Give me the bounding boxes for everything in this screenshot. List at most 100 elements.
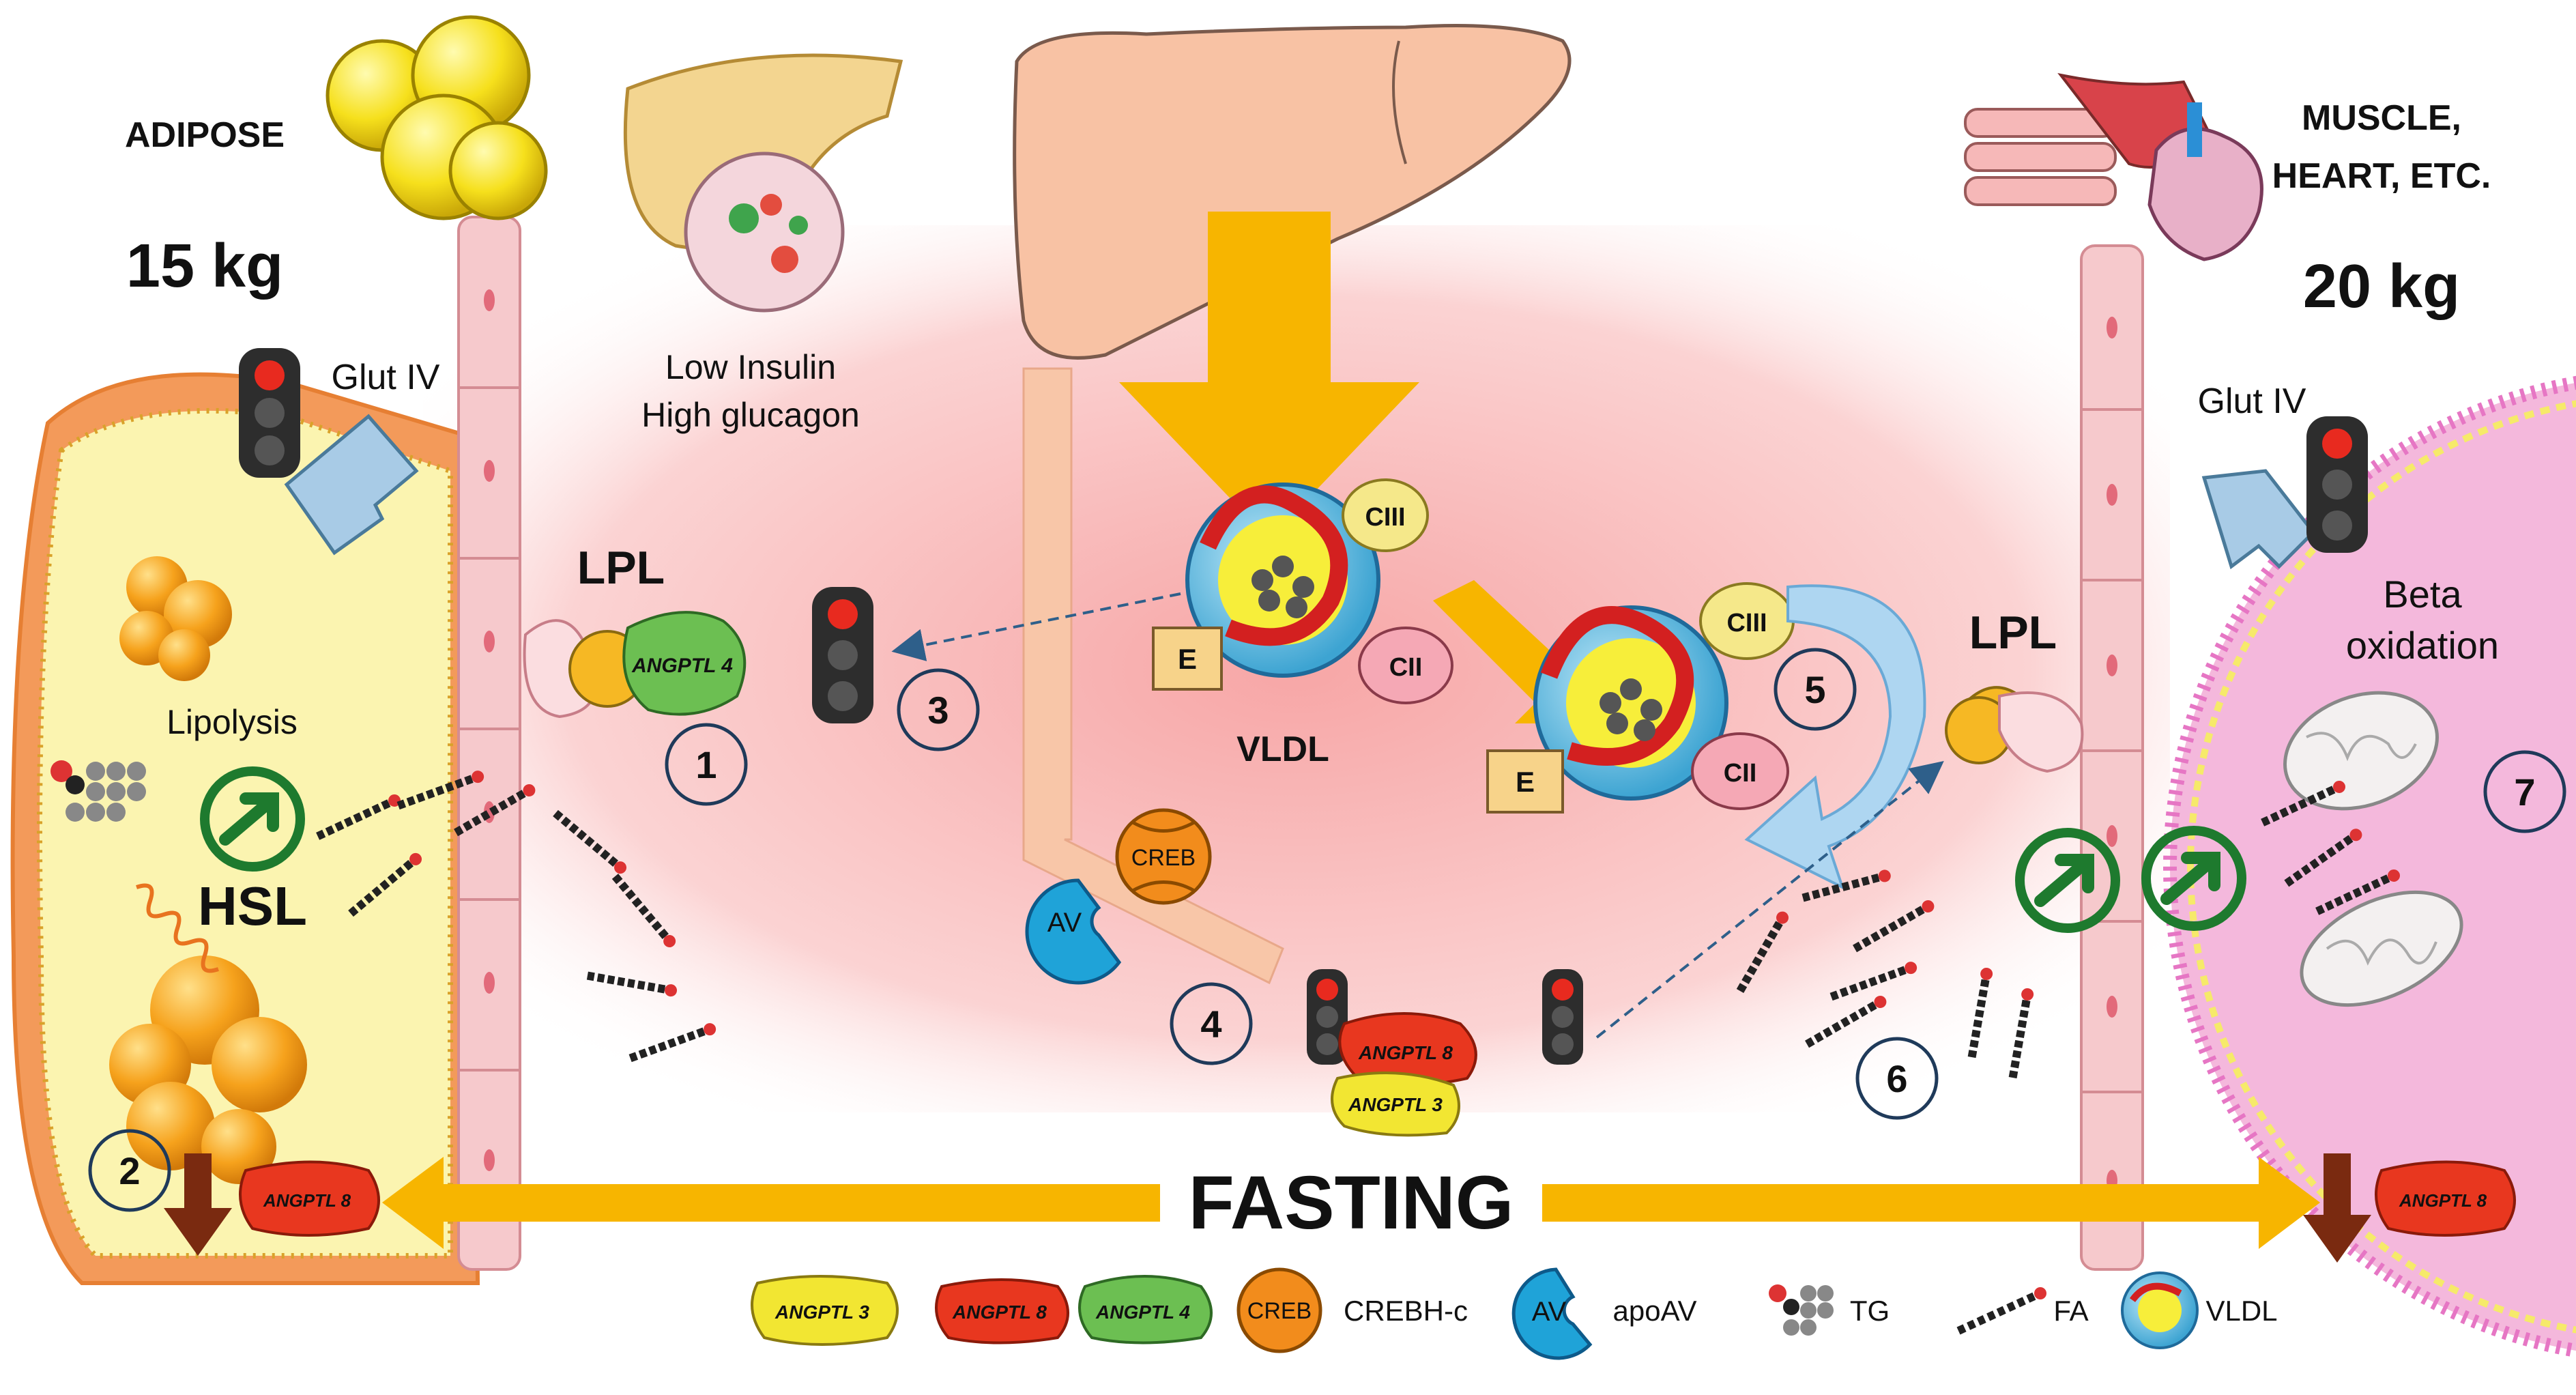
traffic-light-icon [812,587,873,723]
green-arrow-icon [2141,826,2246,931]
traffic-light-icon [1307,969,1348,1065]
adipose-mass: 15 kg [126,232,283,300]
angptl4-label: ANGPTL 4 [631,655,733,677]
step-circle [1855,1037,1939,1120]
fatty-acid-icon [2315,869,2401,915]
down-arrow-icon [164,1153,232,1256]
apo-cii-nascent: CII [1358,627,1453,704]
fasting-label: FASTING [1189,1161,1514,1245]
lipolysis-label: Lipolysis [167,703,298,741]
legend-angptl3: ANGPTL 3 [751,1275,899,1346]
insulin-line2: High glucagon [641,396,860,434]
fatty-acid-icon [454,784,536,837]
step-number: 2 [119,1149,140,1192]
legend: ANGPTL 3 ANGPTL 8 ANGPTL 4 CREB CREBH-c … [751,1267,2278,1360]
legend-fa-text: FA [2053,1295,2088,1327]
muscle-title-line1: MUSCLE, [2302,98,2461,138]
liver-secretion-arrow [1119,212,1419,539]
step-circle [897,668,980,751]
fatty-acid-icon [1829,962,1917,1001]
fasting-arrow-right [1542,1157,2320,1249]
legend-creb: CREB CREBH-c [1236,1267,1468,1353]
step-number: 6 [1886,1057,1907,1100]
triglyceride-icon [1769,1284,1834,1336]
legend-angptl8: ANGPTL 8 [935,1278,1069,1344]
angptl8-label: ANGPTL 8 [2399,1190,2487,1211]
muscle-heart-icon [1964,72,2263,261]
angptl8-muscle: ANGPTL 8 [2375,1160,2516,1237]
step-marker-4: 4 [1170,982,1253,1065]
angptl3-8-complex: ANGPTL 8 ANGPTL 3 [1331,1012,1477,1137]
glut-right-label: Glut IV [2198,382,2306,421]
legend-av-icon-label: AV [1532,1297,1567,1327]
step-circle [88,1129,171,1212]
hsl-label: HSL [198,876,307,936]
fatty-acids [316,771,2401,1079]
step-number: 4 [1200,1003,1221,1046]
pancreas-icon [623,53,903,313]
angptl8-adipose: ANGPTL 8 [239,1160,380,1237]
step-circle [1170,982,1253,1065]
hsl-activation-squiggle [136,883,219,973]
apo-cii-label: CII [1724,759,1757,788]
vessel-wall-right [2080,244,2144,1271]
apo-ciii-mature: CIII [1699,582,1795,660]
vldl-label: VLDL [1236,730,1329,769]
fatty-acid-icon [396,771,484,810]
apo-ciii-label: CIII [1365,503,1405,532]
step-circle [2483,750,2566,833]
mitochondrion-icon [2283,691,2439,811]
vessel-wall-left [457,216,521,1271]
legend-creb-text: CREBH-c [1344,1295,1468,1327]
vldl-particle-mature [1533,605,1728,801]
inhibition-arrow-step6 [1595,761,1944,1039]
lpl-left-label: LPL [577,542,665,594]
creb-label: CREB [1131,845,1196,871]
legend-apoav-text: apoAV [1613,1295,1697,1327]
step-circle [1774,648,1857,731]
muscle-mass: 20 kg [2303,253,2460,321]
legend-angptl3-label: ANGPTL 3 [775,1301,869,1323]
angptl8-label: ANGPTL 8 [263,1190,351,1211]
beta-line1: Beta [2383,573,2462,616]
adipose-title: ADIPOSE [125,115,285,155]
green-arrow-icon [200,766,305,872]
legend-angptl8-label: ANGPTL 8 [952,1301,1047,1323]
legend-tg: TG [1769,1284,1890,1336]
apo-e-mature: E [1486,749,1564,814]
legend-apoav: AV apoAV [1511,1267,1697,1360]
down-arrow-icon [2303,1153,2371,1263]
myocyte [2163,375,2576,1358]
lpl-right-label: LPL [1969,607,2057,659]
glut-left-label: Glut IV [332,358,440,397]
legend-fa: FA [1956,1287,2089,1335]
fatty-acid-icon [2261,780,2346,826]
apo-ciii-nascent: CIII [1342,478,1429,552]
glut4-transporter-icon [284,414,419,556]
green-arrow-vessel-icon [2015,828,2120,933]
step-circle [665,723,748,806]
av-label: AV [1047,908,1082,938]
step-number: 3 [927,689,949,732]
fasting-arrow-left [382,1157,1160,1249]
step-marker-5: 5 [1774,648,1857,731]
legend-vldl-text: VLDL [2205,1295,2277,1327]
step-number: 5 [1804,668,1825,711]
step-marker-1: 1 [665,723,748,806]
step-marker-6: 6 [1855,1037,1939,1120]
traffic-light-icon [1542,969,1583,1065]
legend-creb-icon-label: CREB [1247,1298,1312,1324]
lipid-droplet-icon [119,556,232,681]
traffic-light-icon [2306,416,2368,553]
legend-tg-text: TG [1850,1295,1890,1327]
angptl8-label: ANGPTL 8 [1358,1042,1453,1063]
vldl-particle-nascent [1185,483,1380,678]
legend-angptl4: ANGPTL 4 [1078,1275,1213,1344]
fatty-acid-icon [1801,869,1891,902]
apo-cii-label: CII [1389,653,1423,682]
apoav-protein: AV [1025,878,1122,985]
vldl-icon [2121,1271,2199,1349]
insulin-line1: Low Insulin [665,348,836,386]
legend-vldl: VLDL [2121,1271,2278,1349]
